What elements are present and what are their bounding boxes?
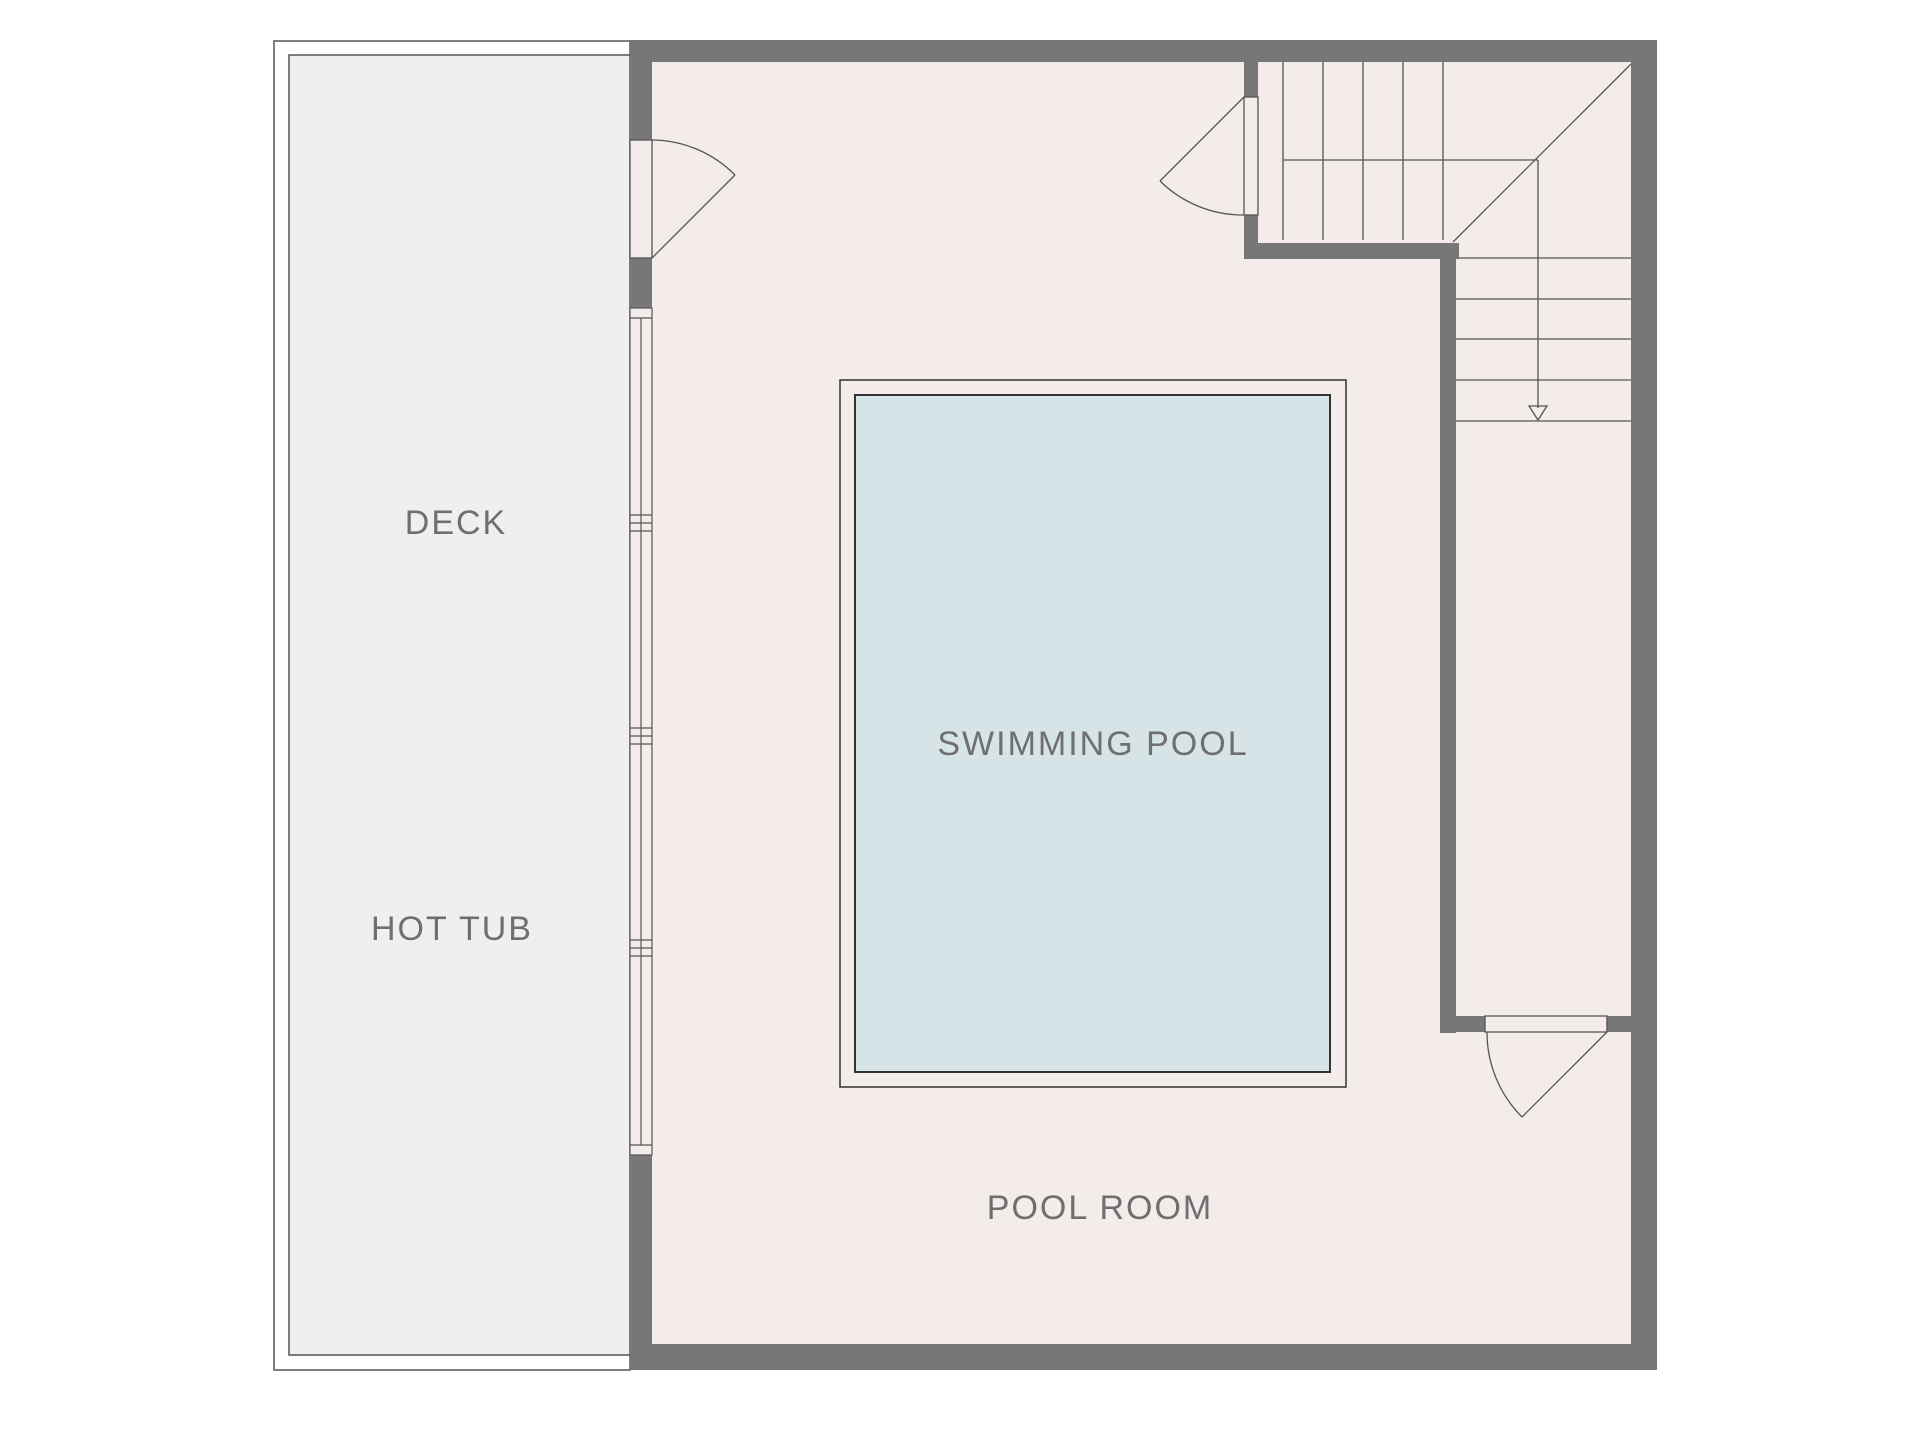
label-swimming-pool: SWIMMING POOL [937, 725, 1248, 763]
door-west-swing [651, 139, 736, 176]
door-west [629, 139, 736, 259]
wall-left-bottom [630, 1155, 652, 1370]
staircase [1282, 62, 1632, 422]
wall-stair-left-upper [1244, 62, 1258, 97]
swimming-pool [839, 379, 1347, 1088]
label-deck: DECK [405, 504, 507, 542]
pool-water [854, 394, 1331, 1073]
deck-floor [288, 54, 631, 1356]
door-west-jamb [629, 139, 653, 259]
door-west-leaf [651, 174, 736, 259]
door-stair-jamb [1243, 96, 1259, 216]
door-corridor [1484, 1015, 1608, 1118]
deck-area [273, 40, 631, 1371]
sliding-windows [629, 307, 653, 1156]
door-stair-swing [1159, 180, 1245, 216]
room-labels: DECK HOT TUB SWIMMING POOL POOL ROOM [371, 504, 1248, 1227]
door-corridor-jamb [1484, 1015, 1608, 1033]
label-pool-room: POOL ROOM [987, 1189, 1213, 1227]
wall-stair-bottom [1244, 243, 1459, 259]
door-corridor-leaf [1521, 1031, 1608, 1118]
wall-bottom [630, 1344, 1657, 1370]
door-stair [1159, 96, 1259, 216]
wall-corridor-bottom-left [1440, 1016, 1485, 1032]
wall-corridor-bottom-right [1607, 1016, 1657, 1032]
wall-top [630, 40, 1657, 62]
wall-right-lower [1631, 1025, 1657, 1370]
walls [630, 40, 1657, 1370]
door-stair-leaf [1159, 96, 1245, 182]
wall-stair-corridor [1440, 243, 1456, 1033]
wall-left-top [630, 40, 652, 140]
wall-left-mid [630, 258, 652, 308]
stair-landing-diagonal [1452, 63, 1632, 243]
stair-direction-arrow-icon [1527, 405, 1549, 422]
doors [629, 96, 1608, 1118]
wall-right-upper [1631, 40, 1657, 1025]
label-hot-tub: HOT TUB [371, 910, 533, 948]
door-corridor-swing [1486, 1031, 1523, 1118]
